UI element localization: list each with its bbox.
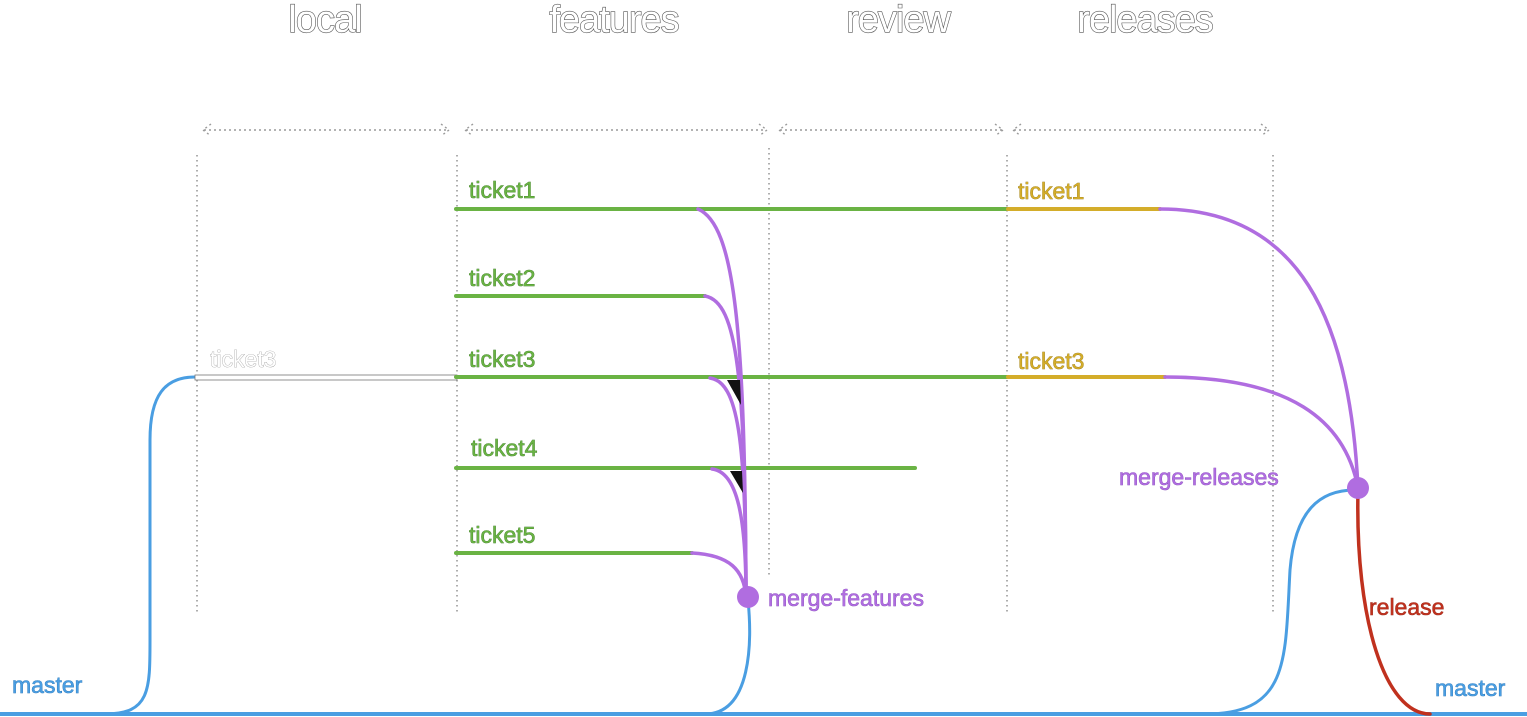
master-to-local-ticket3 — [103, 375, 197, 716]
label-release: release — [1369, 594, 1444, 620]
merge-features-node — [737, 586, 759, 608]
merge-features-curves — [690, 207, 748, 599]
label-master-left: master — [12, 672, 83, 698]
label-feature-ticket2: ticket2 — [469, 265, 535, 291]
stage-title-local: local — [288, 0, 361, 41]
label-feature-ticket4: ticket4 — [471, 435, 538, 461]
label-merge-features: merge-features — [768, 585, 924, 611]
merge-releases-node — [1347, 477, 1369, 499]
stage-span-features — [463, 123, 769, 137]
stage-title-releases: releases — [1077, 0, 1213, 41]
stage-title-features: features — [549, 0, 678, 41]
merge-features-to-master — [703, 598, 752, 716]
stage-span-local — [201, 123, 451, 137]
label-feature-ticket3: ticket3 — [469, 346, 535, 372]
stage-span-review — [777, 123, 1005, 137]
stage-span-releases — [1011, 123, 1271, 137]
stage-title-review: review — [846, 0, 951, 41]
label-local-ticket3: ticket3 — [210, 346, 276, 372]
master-to-merge-releases — [1203, 488, 1357, 716]
merge-releases-curves — [1158, 207, 1360, 490]
label-merge-releases: merge-releases — [1119, 464, 1279, 490]
label-master-right: master — [1435, 675, 1506, 701]
local-ticket3-line — [194, 374, 458, 381]
label-feature-ticket1: ticket1 — [469, 177, 535, 203]
label-release-ticket3: ticket3 — [1018, 348, 1084, 374]
label-feature-ticket5: ticket5 — [469, 522, 535, 548]
label-release-ticket1: ticket1 — [1018, 178, 1084, 204]
release-branch-line — [1356, 488, 1432, 716]
